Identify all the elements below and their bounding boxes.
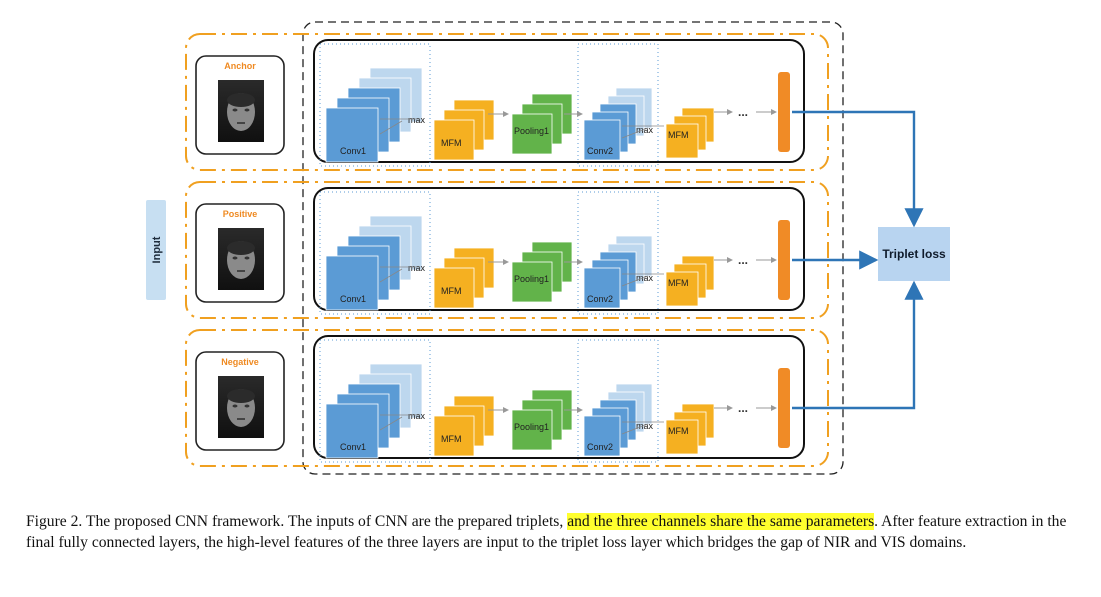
- ellipsis: ...: [738, 105, 748, 119]
- face-label: Negative: [221, 357, 259, 367]
- conv1-layer: [325, 403, 379, 459]
- caption-highlight: and the three channels share the same pa…: [567, 513, 875, 530]
- fc-bar: [778, 368, 790, 448]
- pooling1-label: Pooling1: [514, 126, 549, 136]
- channel-frame: [185, 181, 829, 319]
- network-frame: [313, 335, 805, 459]
- max1-label: max: [408, 411, 426, 421]
- conv2-layer: [583, 119, 621, 161]
- max2-lines: [621, 125, 664, 139]
- channel-frame: [185, 329, 829, 467]
- mfm2-label: MFM: [668, 130, 689, 140]
- face-photo-mouth: [237, 270, 245, 272]
- conv2-label: Conv2: [587, 146, 613, 156]
- max2-label: max: [636, 273, 654, 283]
- shared-parameters-box: [302, 21, 844, 475]
- face-photo-eye-left: [232, 404, 238, 408]
- mfm1-layer: [433, 119, 475, 161]
- face-photo-eye-right: [244, 108, 250, 112]
- max1-lines: [379, 118, 420, 135]
- conv2-label: Conv2: [587, 442, 613, 452]
- max2-label: max: [636, 421, 654, 431]
- face-photo-eye-right: [244, 404, 250, 408]
- ellipsis: ...: [738, 401, 748, 415]
- face-photo-mouth: [237, 122, 245, 124]
- network-frame: [313, 39, 805, 163]
- face-photo-mouth: [237, 418, 245, 420]
- caption-text-end: . After feature extraction in the final …: [26, 513, 1067, 551]
- pooling1-layer: [511, 113, 553, 155]
- pooling1-layer: [511, 409, 553, 451]
- max2-lines: [621, 421, 664, 435]
- conv2-group-outline: [577, 339, 659, 463]
- caption-text-start: Figure 2. The proposed CNN framework. Th…: [26, 513, 568, 530]
- conv1-layer: [325, 107, 379, 163]
- ellipsis: ...: [738, 253, 748, 267]
- mfm2-layer: [665, 271, 699, 307]
- face-label: Anchor: [224, 61, 256, 71]
- conv1-label: Conv1: [340, 442, 366, 452]
- conv1-label: Conv1: [340, 146, 366, 156]
- conv2-layer: [583, 267, 621, 309]
- arrow-anchor-to-loss: [792, 110, 924, 228]
- mfm1-label: MFM: [441, 286, 462, 296]
- cnn-framework-figure: Input Triplet loss AnchorConv1maxMFMPool…: [146, 21, 950, 475]
- triplet-loss-box: [878, 227, 950, 281]
- network-frame: [313, 187, 805, 311]
- max1-label: max: [408, 115, 426, 125]
- pooling1-label: Pooling1: [514, 274, 549, 284]
- mfm1-layer: [433, 267, 475, 309]
- face-photo-eye-right: [244, 256, 250, 260]
- input-box: [146, 200, 166, 300]
- conv2-label: Conv2: [587, 294, 613, 304]
- figure-caption: Figure 2. The proposed CNN framework. Th…: [26, 512, 1076, 553]
- face-photo: [218, 228, 264, 290]
- face-photo-eye-left: [232, 108, 238, 112]
- mfm2-label: MFM: [668, 278, 689, 288]
- mfm1-label: MFM: [441, 138, 462, 148]
- fc-bar: [778, 220, 790, 300]
- max1-lines: [379, 414, 420, 431]
- max1-label: max: [408, 263, 426, 273]
- face-photo: [218, 80, 264, 142]
- face-photo: [218, 376, 264, 438]
- mfm2-label: MFM: [668, 426, 689, 436]
- triplet-loss-label: Triplet loss: [882, 247, 946, 261]
- mfm2-layer: [665, 419, 699, 455]
- conv2-group-outline: [577, 43, 659, 167]
- face-label: Positive: [223, 209, 258, 219]
- input-label: Input: [151, 236, 163, 263]
- max2-lines: [621, 273, 664, 287]
- face-photo-hair: [227, 241, 255, 255]
- face-photo-hair: [227, 93, 255, 107]
- pooling1-layer: [511, 261, 553, 303]
- arrow-negative-to-loss: [792, 280, 924, 410]
- face-photo-hair: [227, 389, 255, 403]
- mfm2-layer: [665, 123, 699, 159]
- mfm1-label: MFM: [441, 434, 462, 444]
- mfm1-layer: [433, 415, 475, 457]
- fc-bar: [778, 72, 790, 152]
- conv1-layer: [325, 255, 379, 311]
- channel-frame: [185, 33, 829, 171]
- face-photo-eye-left: [232, 256, 238, 260]
- max2-label: max: [636, 125, 654, 135]
- conv1-label: Conv1: [340, 294, 366, 304]
- conv2-layer: [583, 415, 621, 457]
- conv2-group-outline: [577, 191, 659, 315]
- pooling1-label: Pooling1: [514, 422, 549, 432]
- max1-lines: [379, 266, 420, 283]
